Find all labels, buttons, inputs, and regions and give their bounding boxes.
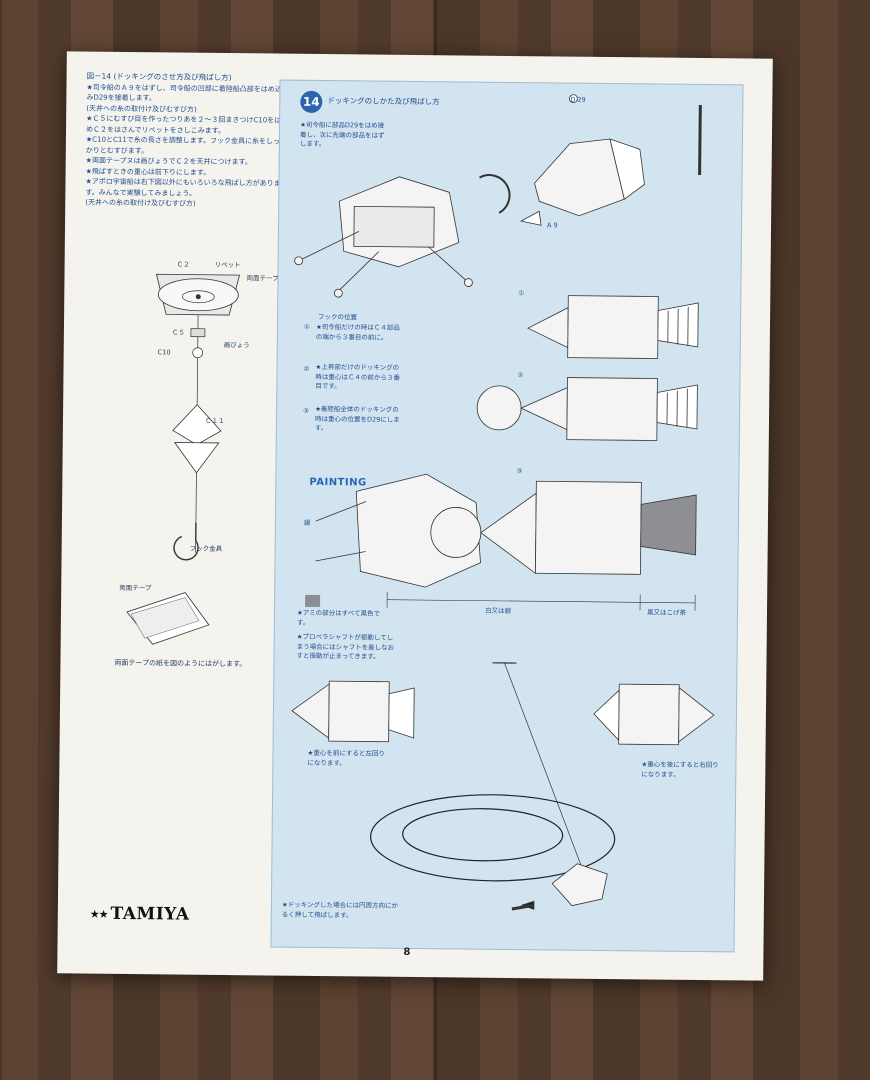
label-c11: Ｃ１１ <box>204 416 225 425</box>
label-c2: Ｃ２ <box>176 260 190 269</box>
brand-name: TAMIYA <box>110 903 190 925</box>
step-14-panel: 14 ドッキングのしかた及び飛ばし方 ★司令船に部品D29をはめ接着し、次に先端… <box>270 79 744 953</box>
white-silver-label: 白又は銀 <box>484 606 512 616</box>
hook-text: ★上昇部だけのドッキングの時は重心はＣ４の前から３番目です。 <box>315 362 400 391</box>
circle-flight-note: ★ドッキングした場合には円周方向にかるく押して飛ばします。 <box>281 900 399 919</box>
hanging-string-diagram <box>126 273 241 645</box>
part-label-d29: D 29 <box>570 95 586 104</box>
label-tape: 両面テープ <box>246 274 279 283</box>
label-rivet: リベット <box>214 260 241 270</box>
hook-num: ③ <box>303 406 309 415</box>
painting-heading: PAINTING <box>309 476 367 489</box>
hook-position-title: フックの位置 <box>318 312 358 322</box>
label-pin: 画びょう <box>223 340 250 350</box>
circle-num: ② <box>517 371 524 380</box>
label-c10: C10 <box>157 348 171 357</box>
hook-num: ① <box>303 322 310 331</box>
tamiya-stars-icon: ★★ <box>89 907 108 921</box>
circle-num: ③ <box>516 467 523 476</box>
tamiya-logo: ★★ TAMIYA <box>90 904 190 925</box>
page-number: 8 <box>403 946 411 958</box>
tape-note: 両面テープの紙を図のようにはがします。 <box>114 658 247 669</box>
black-label: 黒又はこげ茶 <box>646 608 687 617</box>
part-label-a9: A 9 <box>547 221 558 230</box>
hook-text: ★着陸船全体のドッキングの時は重心の位置をD29にします。 <box>314 404 400 433</box>
label-c5: Ｃ５ <box>171 328 185 337</box>
hook-text: ★司令船だけの時はＣ４部品の端から３番目の前に。 <box>315 322 400 342</box>
propeller-note: ★プロペラシャフトが振動してしまう場合にはシャフトを差しなおすと振動が止まってき… <box>296 632 395 661</box>
circle-num: ① <box>518 289 525 298</box>
silver-label: 銀 <box>303 518 311 527</box>
left-turn-note: ★重心を前にすると左回りになります。 <box>307 748 385 767</box>
hook-num: ② <box>303 364 310 373</box>
label-hook: フック金具 <box>189 544 223 553</box>
instruction-sheet: 図－14 (ドッキングのさせ方及び飛ばし方) ★司令船のＡ９をはずし、司令船の凹… <box>57 51 773 981</box>
label-tape2: 両面テープ <box>119 583 152 593</box>
docking-illustrations <box>291 94 715 911</box>
black-area-swatch <box>305 594 321 608</box>
right-turn-note: ★重心を後にすると右回りになります。 <box>641 760 719 779</box>
swatch-note: ★アミの部分はすべて黒色です。 <box>296 608 381 627</box>
